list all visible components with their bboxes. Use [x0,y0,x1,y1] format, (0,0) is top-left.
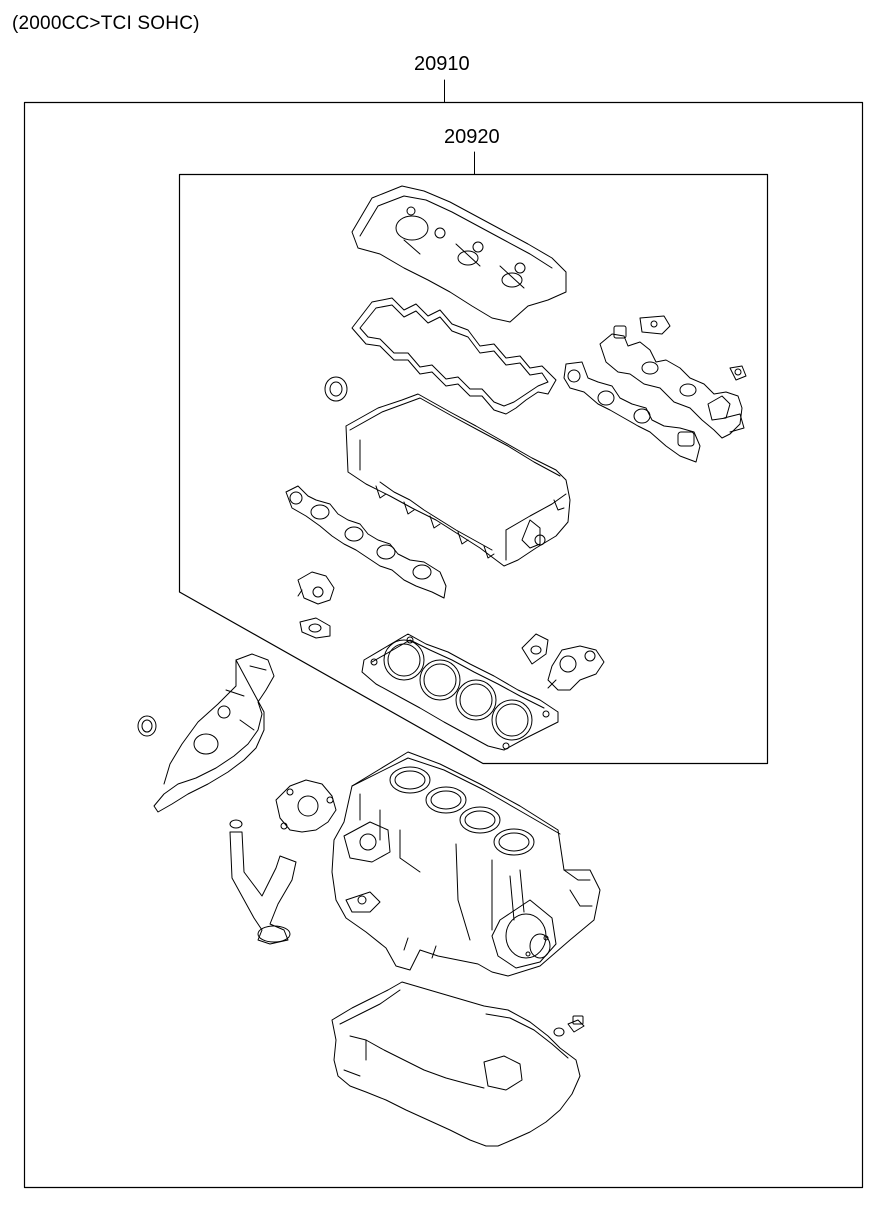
timing-cover [154,654,274,812]
part-number-callout-20920[interactable]: 20920 [444,126,500,148]
thermostat-gasket [300,618,330,638]
water-pump [276,780,336,832]
rocker-cover [352,186,566,322]
cylinder-head [346,394,570,566]
oil-pickup-tube [230,820,296,944]
inner-kit-frame [180,152,768,764]
intake-manifold-gasket [286,486,446,598]
cylinder-block [332,752,600,976]
front-seal [138,716,156,736]
water-outlet-gasket [522,634,548,664]
cam-seal [325,377,347,401]
part-number-callout-20910[interactable]: 20910 [414,53,470,75]
drain-plug [554,1016,584,1036]
water-outlet [548,646,604,690]
exhaust-manifold-gasket [564,362,700,462]
head-gasket [362,634,558,750]
outer-kit-frame [25,80,863,1188]
engine-spec-label: (2000CC>TCI SOHC) [12,13,200,34]
exhaust-manifold [600,316,746,438]
thermostat-housing [298,572,334,604]
rocker-cover-gasket [352,298,556,414]
oil-pan [332,982,580,1146]
